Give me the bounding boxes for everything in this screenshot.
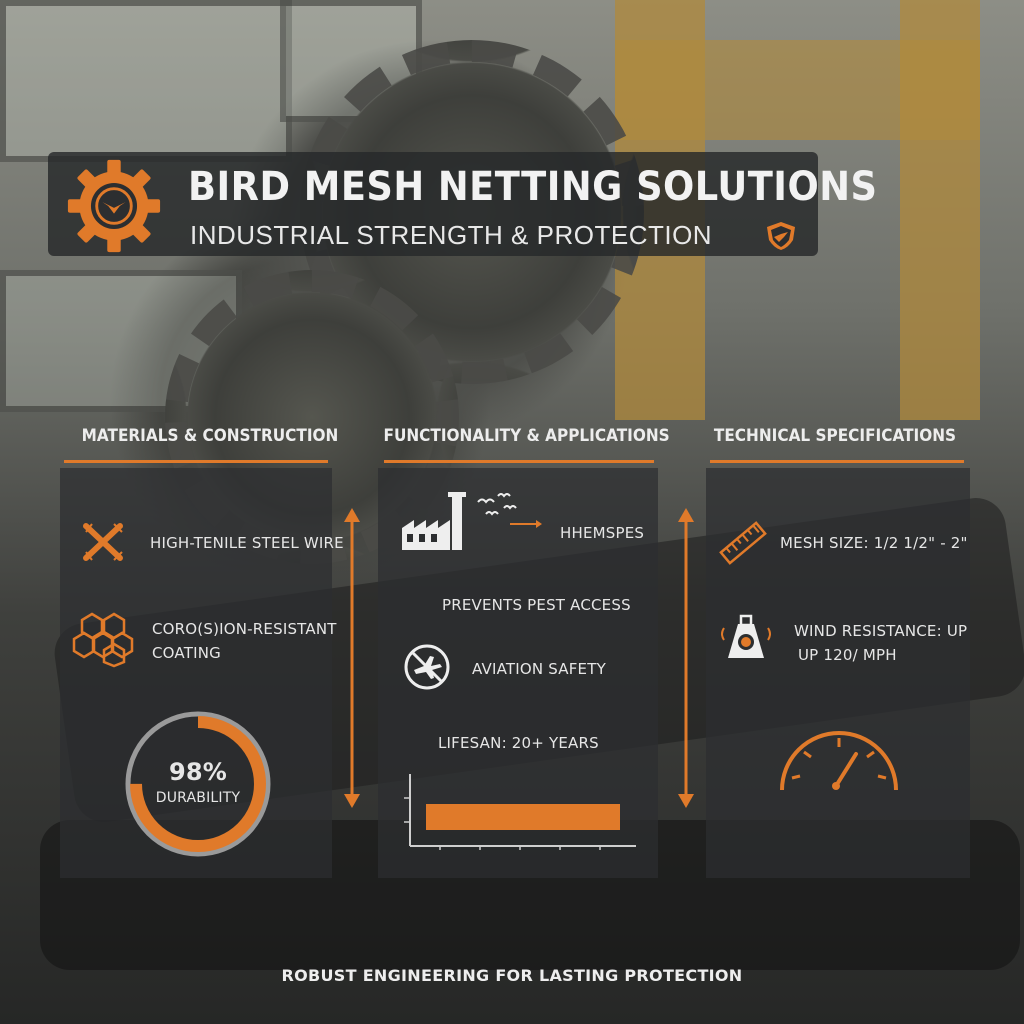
prevents-pest-access-text: PREVENTS PEST ACCESS [442, 596, 631, 614]
technical-heading-rule [710, 460, 964, 463]
no-aircraft-icon [404, 644, 450, 690]
ruler-icon [719, 521, 767, 565]
functionality-heading: FUNCTIONALITY & APPLICATIONS [383, 426, 670, 446]
bar-chart-icon [404, 774, 636, 850]
coating-text: COATING [152, 644, 221, 662]
shield-bird-icon [767, 222, 795, 250]
hhemspes-text: HHEMSPES [560, 524, 645, 542]
crossed-tools-icon [83, 523, 123, 561]
page-subtitle: INDUSTRIAL STRENGTH & PROTECTION [190, 220, 713, 250]
hexagon-cluster-icon [72, 612, 134, 668]
wind-resistance-value-text: UP 120/ MPH [798, 646, 897, 664]
factory-icon [402, 492, 466, 550]
lifespan-text: LIFESAN: 20+ YEARS [438, 734, 599, 752]
header-banner: BIRD MESH NETTING SOLUTIONS INDUSTRIAL S… [48, 152, 878, 256]
vertical-double-arrow-icon [344, 508, 360, 808]
durability-value: 98% [168, 758, 228, 786]
technical-heading: TECHNICAL SPECIFICATIONS [713, 426, 957, 446]
steel-wire-text: HIGH-TENILE STEEL WIRE [150, 534, 344, 552]
gauge-icon [780, 731, 898, 791]
vertical-double-arrow-icon [678, 508, 694, 808]
materials-heading: MATERIALS & CONSTRUCTION [81, 426, 339, 446]
background-window [0, 0, 292, 162]
aviation-safety-text: AVIATION SAFETY [472, 660, 606, 678]
technical-panel [706, 468, 970, 878]
durability-gauge-ring [125, 711, 271, 857]
functionality-heading-rule [384, 460, 654, 463]
durability-label: DURABILITY [155, 790, 241, 806]
footer-tagline: ROBUST ENGINEERING FOR LASTING PROTECTIO… [281, 966, 743, 985]
wind-resistance-text: WIND RESISTANCE: UP [794, 622, 968, 640]
materials-heading-rule [64, 460, 328, 463]
mesh-size-text: MESH SIZE: 1/2 1/2" - 2" [780, 534, 968, 552]
gear-bird-logo-icon [67, 159, 161, 253]
corrosion-resistant-text: CORO(S)ION-RESISTANT [152, 620, 337, 638]
weight-icon [721, 614, 771, 658]
birds-icon [477, 493, 542, 528]
page-title: BIRD MESH NETTING SOLUTIONS [188, 164, 878, 210]
press-frame [615, 40, 980, 140]
